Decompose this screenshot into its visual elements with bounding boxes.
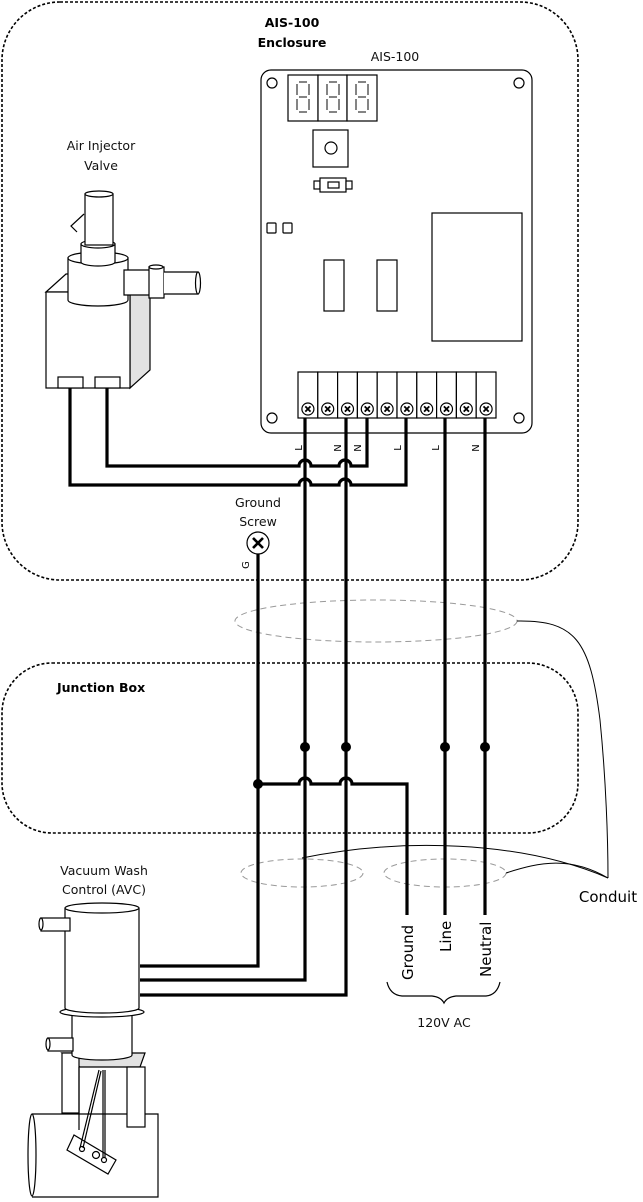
supply-voltage-label: 120V AC: [417, 1015, 471, 1030]
supply-label-line: Line: [437, 921, 455, 952]
screw-cross-icon: [304, 405, 312, 413]
wire-avc-line: [140, 418, 307, 982]
screw-cross-icon: [383, 405, 391, 413]
wire-avc-ground: [140, 554, 260, 968]
screw-cross-icon: [364, 405, 371, 413]
push-button: [313, 177, 353, 193]
vacuum-wash-control: [27, 902, 159, 1198]
board-label: AIS-100: [371, 49, 420, 64]
wire-valve-to-terminal-n: [105, 388, 369, 468]
ground-screw-icon: [246, 531, 270, 555]
terminal-label-L: L: [393, 445, 404, 451]
junction-box-boundary: [1, 662, 579, 834]
valve-solenoid-body: [45, 291, 131, 389]
wire-valve-to-terminal-l: [68, 388, 408, 487]
terminal-label-L: L: [294, 445, 305, 451]
avc-label-line2: Control (AVC): [62, 882, 146, 897]
conduit-ring-upper: [234, 599, 518, 643]
ground-screw-label-line1: Ground: [235, 495, 281, 510]
valve-terminal: [94, 376, 121, 389]
air-injector-valve-label-line1: Air Injector: [67, 138, 136, 153]
screw-cross-icon: [463, 405, 470, 413]
screw-cross-icon: [443, 405, 450, 413]
wires: [68, 388, 490, 997]
terminal-label-N: N: [333, 444, 344, 451]
terminal-label-N: N: [471, 444, 482, 451]
supply-brace: [386, 981, 501, 1005]
ground-wire-label: G: [241, 561, 252, 569]
mounting-hole-icon: [513, 412, 525, 424]
ground-screw-label-line2: Screw: [239, 514, 277, 529]
conduit-label: Conduit: [579, 888, 637, 906]
avc-label-line1: Vacuum Wash: [60, 863, 148, 878]
enclosure-title-line2: Enclosure: [258, 35, 327, 50]
air-injector-valve: [44, 190, 202, 390]
enclosure-title-line1: AIS-100: [265, 15, 320, 30]
splice-dot: [253, 779, 263, 789]
conduit-outline: [516, 620, 609, 879]
mounting-hole-icon: [266, 77, 278, 89]
seven-segment-display: [287, 74, 378, 122]
potentiometer-knob-icon: [324, 141, 338, 155]
junction-box-label: Junction Box: [56, 680, 145, 695]
ais-100-enclosure-boundary: [1, 1, 579, 581]
valve-terminal: [57, 376, 84, 389]
supply-label-ground: Ground: [399, 925, 417, 980]
conduit-ring-lower-left: [240, 858, 364, 888]
mounting-hole-icon: [266, 412, 278, 424]
terminal-label-L: L: [431, 445, 442, 451]
terminal-labels: L N N L L N: [294, 444, 482, 451]
ais-100-board: [260, 69, 533, 434]
screw-cross-icon: [403, 405, 411, 413]
splice-dot: [480, 742, 490, 752]
splice-dot: [300, 742, 310, 752]
relay-component: [376, 259, 398, 312]
supply-label-neutral: Neutral: [477, 922, 495, 977]
wire-supply-ground: [258, 776, 409, 915]
relay-component: [323, 259, 345, 312]
terminal-label-N: N: [353, 444, 364, 451]
screw-cross-icon: [324, 405, 331, 413]
wire-avc-neutral: [140, 418, 348, 997]
mounting-hole-icon: [513, 77, 525, 89]
screw-cross-icon: [482, 405, 490, 413]
screw-cross-icon: [344, 405, 351, 413]
screw-cross-icon: [423, 405, 430, 413]
led-icon: [266, 222, 277, 234]
air-injector-valve-label-line2: Valve: [84, 158, 118, 173]
transformer-component: [431, 212, 523, 342]
led-icon: [282, 222, 293, 234]
splice-dot: [341, 742, 351, 752]
splice-dot: [440, 742, 450, 752]
conduit: [234, 599, 609, 888]
terminal-block: [297, 371, 497, 419]
